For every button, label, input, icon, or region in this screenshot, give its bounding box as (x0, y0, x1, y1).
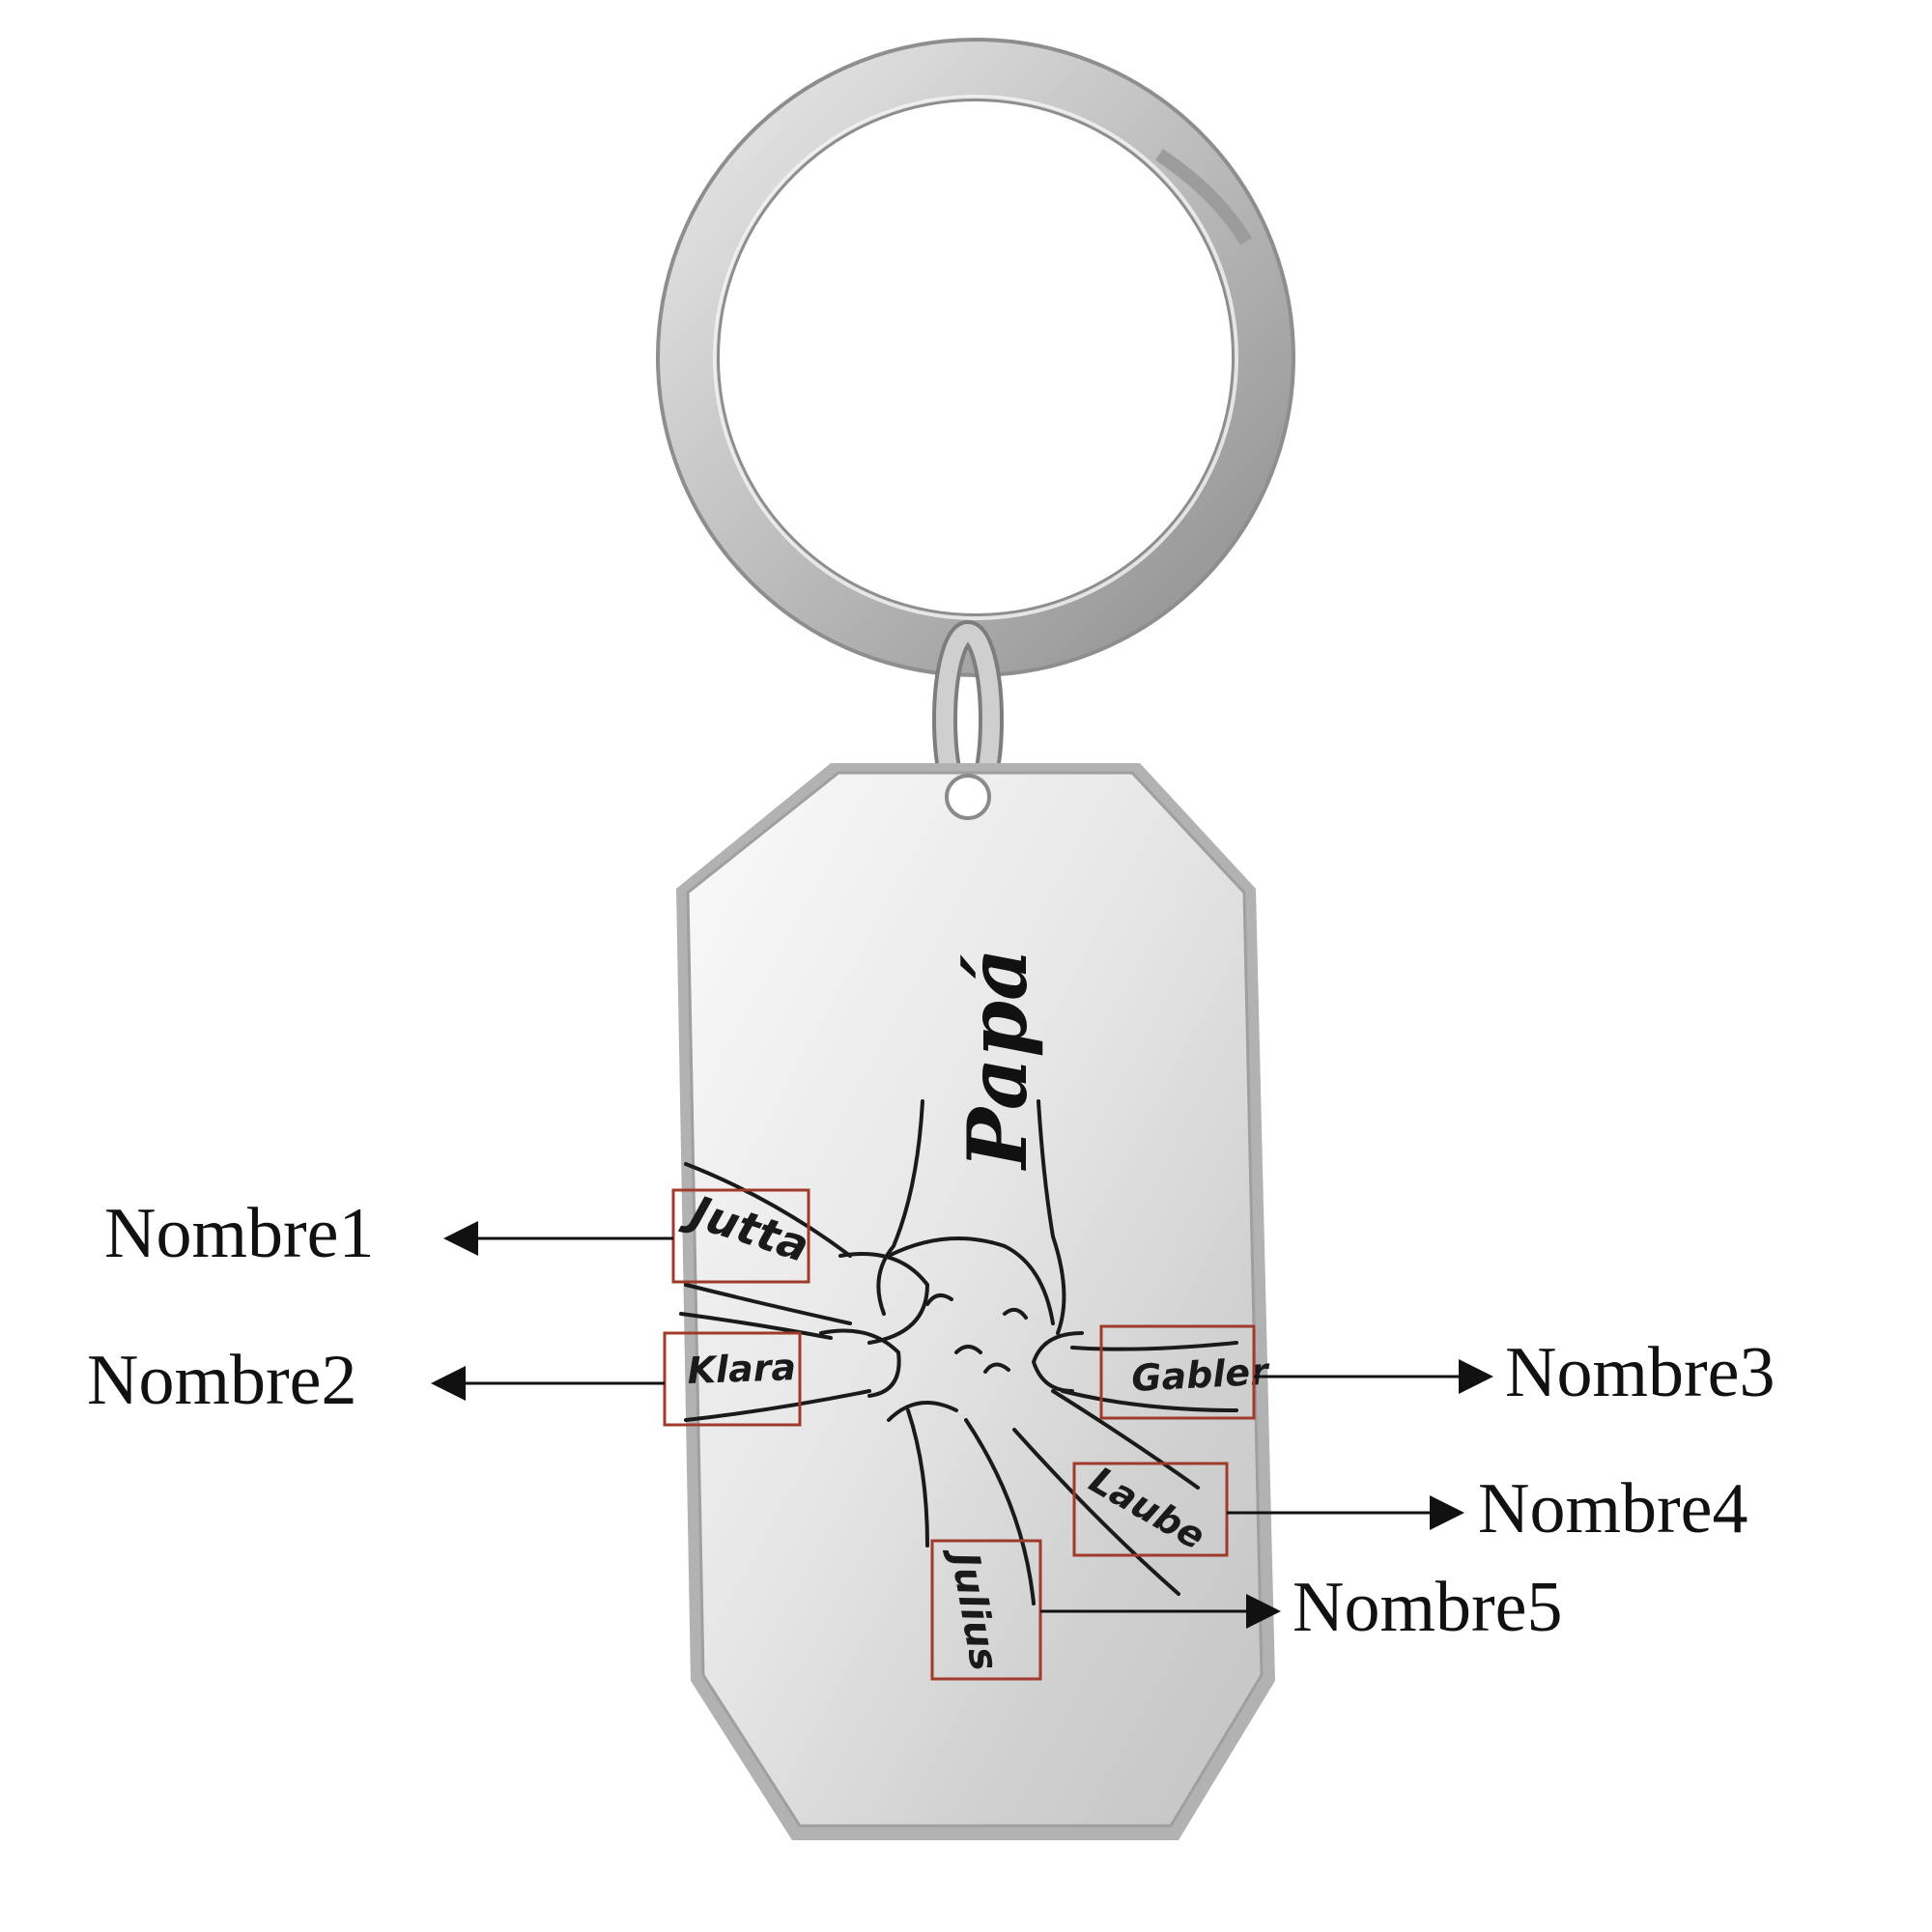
highlight-box-1 (671, 1188, 810, 1284)
highlight-box-4 (1072, 1462, 1229, 1557)
callout-label-1: Nombre1 (104, 1194, 375, 1273)
callout-label-2: Nombre2 (87, 1341, 357, 1420)
name-engraving-3: Gabler (1130, 1350, 1271, 1400)
leader-arrows (431, 1221, 1493, 1629)
callout-label-5: Nombre5 (1293, 1568, 1563, 1647)
name-engraving-2: Klara (687, 1346, 797, 1392)
highlight-box-2 (663, 1331, 802, 1427)
title-engraving: Papá (950, 949, 1045, 1172)
split-ring (656, 38, 1295, 677)
callout-label-3: Nombre3 (1505, 1333, 1776, 1412)
hands-engraving (679, 1099, 1238, 1605)
dog-tag (676, 763, 1275, 1840)
highlight-box-3 (1099, 1324, 1256, 1420)
highlight-boxes (663, 1188, 1256, 1681)
callout-label-4: Nombre4 (1478, 1469, 1748, 1548)
